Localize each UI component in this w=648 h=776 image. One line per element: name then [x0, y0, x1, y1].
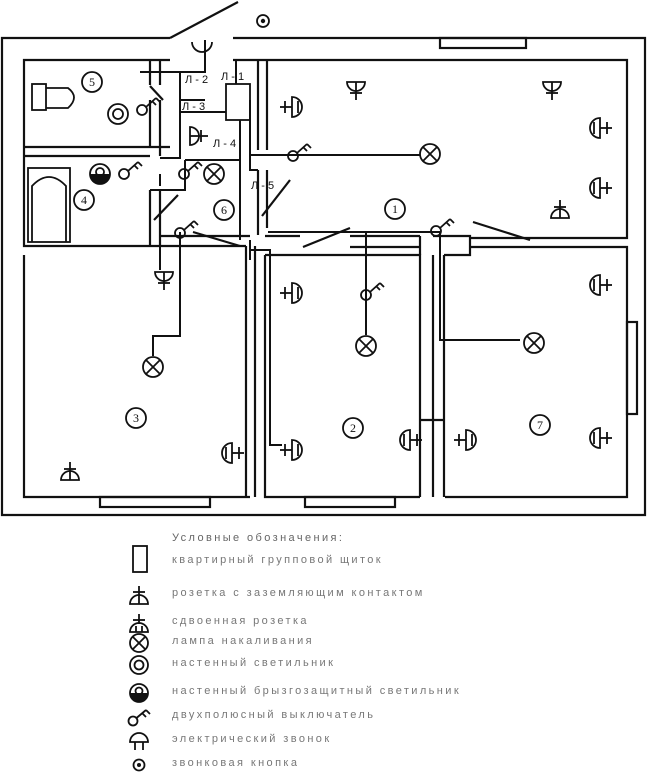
legend-label-2: лампа накаливания	[172, 635, 314, 647]
double-socket-r2-a	[279, 282, 303, 304]
legend-label-panel: квартирный групповой щиток	[172, 554, 384, 566]
two-pole-switch-icon	[127, 709, 151, 727]
double-socket-r1-c	[589, 177, 613, 199]
legend-title: Условные обозначения:	[172, 532, 345, 544]
switch-room2	[360, 282, 385, 301]
room-number-6: 6	[213, 199, 235, 221]
bell-button	[256, 14, 270, 28]
switch-room4	[118, 161, 143, 180]
svg-text:6: 6	[221, 203, 227, 217]
legend-label-4: настенный брызгозащитный светильник	[172, 685, 462, 697]
lamp-room6	[203, 163, 225, 185]
svg-text:3: 3	[133, 411, 139, 425]
socket-r3	[60, 461, 80, 481]
svg-text:1: 1	[392, 202, 398, 216]
doorbell	[191, 41, 213, 53]
wiring	[140, 40, 520, 446]
panel-label-l1: Л - 1	[221, 71, 244, 83]
double-socket-r2-b	[279, 439, 303, 461]
floor-plan: Л - 1 Л - 2 Л - 3 Л - 4 Л - 5 1 2 3 4 5 …	[0, 1, 647, 517]
bell-button-icon	[132, 758, 146, 772]
double-socket-r1-a	[279, 96, 303, 118]
legend-label-0: розетка с заземляющим контактом	[172, 587, 425, 599]
double-socket-r3	[221, 442, 245, 464]
panel-label-l5: Л - 5	[251, 180, 274, 192]
room-number-4: 4	[73, 189, 95, 211]
legend-label-1: сдвоенная розетка	[172, 615, 309, 627]
legend-label-6: электрический звонок	[172, 733, 332, 745]
lamp-room1	[419, 143, 441, 165]
switch-room6	[178, 161, 203, 180]
socket-r6	[154, 271, 174, 291]
double-socket-r1-b	[589, 117, 613, 139]
svg-text:4: 4	[81, 193, 87, 207]
outer-walls	[0, 36, 647, 517]
doorbell-icon	[129, 732, 149, 750]
panel-label-l2: Л - 2	[185, 74, 208, 86]
splashproof-light-icon	[129, 683, 149, 703]
legend-label-7: звонковая кнопка	[172, 757, 300, 769]
socket-r1-bottom	[550, 199, 570, 219]
distribution-panel	[225, 83, 251, 121]
svg-text:5: 5	[89, 75, 95, 89]
socket-ground-icon	[129, 586, 149, 605]
svg-text:7: 7	[537, 418, 543, 432]
legend-label-5: двухполюсный выключатель	[172, 709, 376, 721]
socket-r1-top-a	[346, 81, 366, 101]
room-number-2: 2	[342, 417, 364, 439]
wall-light-icon	[129, 655, 149, 675]
lamp-room7	[523, 332, 545, 354]
double-socket-r7-a	[453, 429, 477, 451]
svg-text:2: 2	[350, 421, 356, 435]
room-number-3: 3	[125, 407, 147, 429]
toilet	[31, 83, 75, 111]
legend-label-3: настенный светильник	[172, 657, 336, 669]
room-number-7: 7	[529, 414, 551, 436]
socket-r6-top	[189, 126, 209, 146]
lamp-room3	[142, 356, 164, 378]
lamp-room2	[355, 335, 377, 357]
double-socket-r7-c	[589, 427, 613, 449]
incandescent-lamp-icon	[129, 633, 149, 653]
panel-label-l3: Л - 3	[182, 101, 205, 113]
switch-room7	[430, 218, 455, 237]
room-number-1: 1	[384, 198, 406, 220]
panel-label-l4: Л - 4	[213, 138, 236, 150]
room-number-5: 5	[81, 71, 103, 93]
socket-r1-top-b	[542, 81, 562, 101]
double-socket-icon	[129, 614, 149, 633]
bathtub	[27, 167, 71, 243]
wall-light	[107, 103, 129, 125]
switch-room1	[287, 143, 312, 162]
panel-icon	[132, 545, 148, 573]
switch-room5	[136, 97, 161, 116]
double-socket-r2-c	[399, 429, 423, 451]
splashproof-light	[89, 163, 111, 185]
double-socket-r7-b	[589, 274, 613, 296]
